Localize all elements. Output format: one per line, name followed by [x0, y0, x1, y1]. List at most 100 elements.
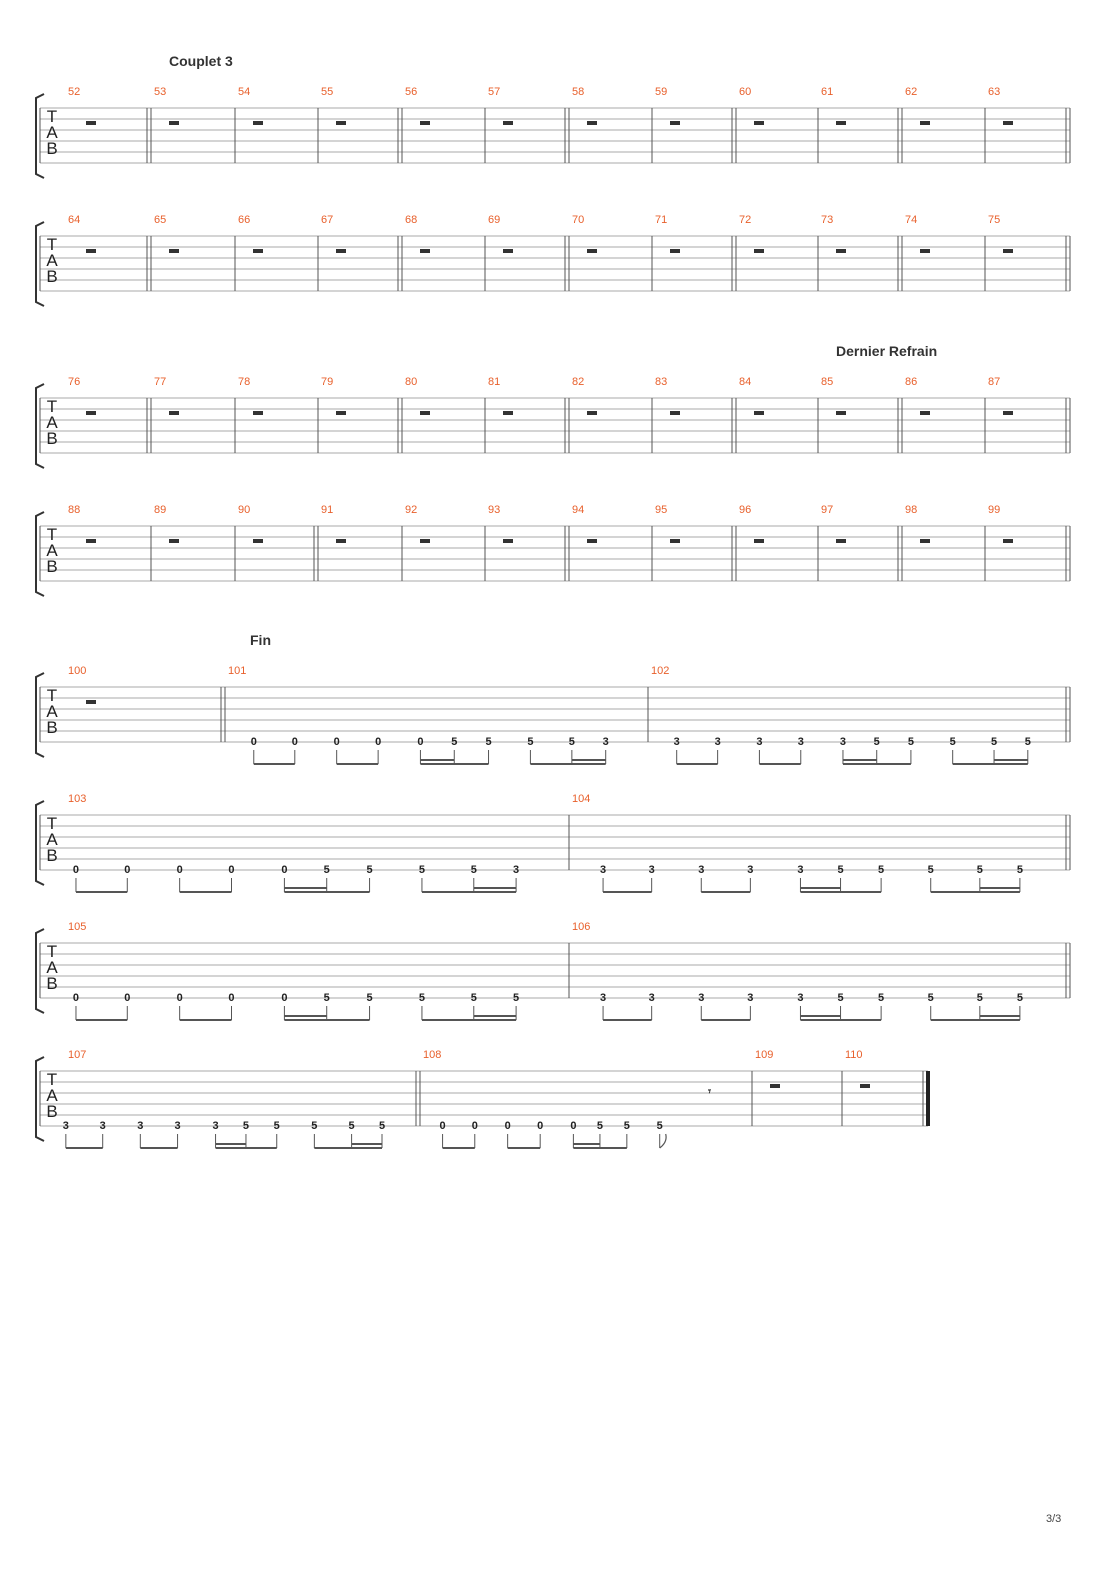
fret-number: 3 — [747, 992, 753, 1004]
rest-symbol — [754, 121, 764, 125]
measure-number: 100 — [68, 665, 86, 677]
tab-clef-b: B — [46, 429, 57, 448]
fret-number: 3 — [756, 736, 762, 748]
rest-symbol — [420, 249, 430, 253]
measure-number: 101 — [228, 665, 246, 677]
fret-number: 5 — [471, 992, 477, 1004]
measure-number: 69 — [488, 214, 500, 226]
rest-symbol — [253, 121, 263, 125]
rest-symbol — [1003, 121, 1013, 125]
system-bracket — [35, 511, 45, 597]
final-barline — [926, 1071, 930, 1126]
measure-number: 109 — [755, 1049, 773, 1061]
tab-clef-a: A — [46, 702, 58, 721]
measure-number: 96 — [739, 504, 751, 516]
fret-number: 5 — [657, 1120, 663, 1132]
fret-number: 5 — [837, 992, 843, 1004]
measure-number: 52 — [68, 86, 80, 98]
fret-number: 0 — [73, 992, 79, 1004]
fret-number: 5 — [878, 992, 884, 1004]
fret-number: 5 — [878, 864, 884, 876]
fret-number: 3 — [513, 864, 519, 876]
tab-clef-b: B — [46, 846, 57, 865]
fret-number: 0 — [281, 864, 287, 876]
rest-symbol — [86, 121, 96, 125]
fret-number: 5 — [569, 736, 575, 748]
fret-number: 5 — [837, 864, 843, 876]
rest-symbol — [1003, 411, 1013, 415]
fret-number: 0 — [537, 1120, 543, 1132]
rest-symbol — [86, 411, 96, 415]
rest-symbol — [920, 121, 930, 125]
rest-symbol — [920, 411, 930, 415]
measure-number: 97 — [821, 504, 833, 516]
fret-number: 0 — [177, 864, 183, 876]
measure-number: 72 — [739, 214, 751, 226]
tab-clef-t: T — [47, 107, 57, 126]
fret-number: 5 — [513, 992, 519, 1004]
rest-symbol — [587, 539, 597, 543]
measure-number: 76 — [68, 376, 80, 388]
rest-symbol — [836, 121, 846, 125]
measure-number: 89 — [154, 504, 166, 516]
measure-number: 92 — [405, 504, 417, 516]
measure-number: 80 — [405, 376, 417, 388]
fret-number: 3 — [100, 1120, 106, 1132]
rest-symbol — [670, 121, 680, 125]
fret-number: 3 — [797, 992, 803, 1004]
fret-number: 3 — [603, 736, 609, 748]
fret-number: 0 — [375, 736, 381, 748]
fret-number: 3 — [798, 736, 804, 748]
fret-number: 5 — [274, 1120, 280, 1132]
tab-clef-t: T — [47, 525, 57, 544]
rest-symbol — [836, 539, 846, 543]
fret-number: 5 — [991, 736, 997, 748]
measure-number: 83 — [655, 376, 667, 388]
rest-symbol — [587, 249, 597, 253]
fret-number: 3 — [212, 1120, 218, 1132]
measure-number: 73 — [821, 214, 833, 226]
measure-number: 70 — [572, 214, 584, 226]
measure-number: 99 — [988, 504, 1000, 516]
measure-number: 64 — [68, 214, 80, 226]
tab-clef-b: B — [46, 557, 57, 576]
rest-symbol — [920, 539, 930, 543]
rest-symbol — [420, 539, 430, 543]
fret-number: 5 — [624, 1120, 630, 1132]
measure-number: 108 — [423, 1049, 441, 1061]
fret-number: 3 — [63, 1120, 69, 1132]
measure-number: 85 — [821, 376, 833, 388]
section-label: Dernier Refrain — [836, 343, 937, 359]
rest-symbol — [336, 539, 346, 543]
measure-number: 84 — [739, 376, 751, 388]
rest-symbol — [253, 249, 263, 253]
measure-number: 68 — [405, 214, 417, 226]
measure-number: 71 — [655, 214, 667, 226]
fret-number: 5 — [1025, 736, 1031, 748]
rest-symbol — [503, 411, 513, 415]
rest-symbol — [86, 700, 96, 704]
rest-symbol — [169, 121, 179, 125]
fret-number: 5 — [527, 736, 533, 748]
tab-clef-a: A — [46, 413, 58, 432]
fret-number: 5 — [419, 992, 425, 1004]
fret-number: 5 — [597, 1120, 603, 1132]
section-label: Couplet 3 — [169, 53, 233, 69]
fret-number: 0 — [417, 736, 423, 748]
system-bracket — [35, 800, 45, 886]
measure-number: 107 — [68, 1049, 86, 1061]
fret-number: 5 — [471, 864, 477, 876]
measure-number: 106 — [572, 921, 590, 933]
measure-number: 67 — [321, 214, 333, 226]
measure-number: 93 — [488, 504, 500, 516]
system-bracket — [35, 672, 45, 758]
tab-clef-t: T — [47, 235, 57, 254]
fret-number: 3 — [797, 864, 803, 876]
measure-number: 77 — [154, 376, 166, 388]
system-bracket — [35, 93, 45, 179]
fret-number: 5 — [324, 864, 330, 876]
measure-number: 79 — [321, 376, 333, 388]
fret-number: 0 — [124, 864, 130, 876]
rest-symbol — [587, 411, 597, 415]
